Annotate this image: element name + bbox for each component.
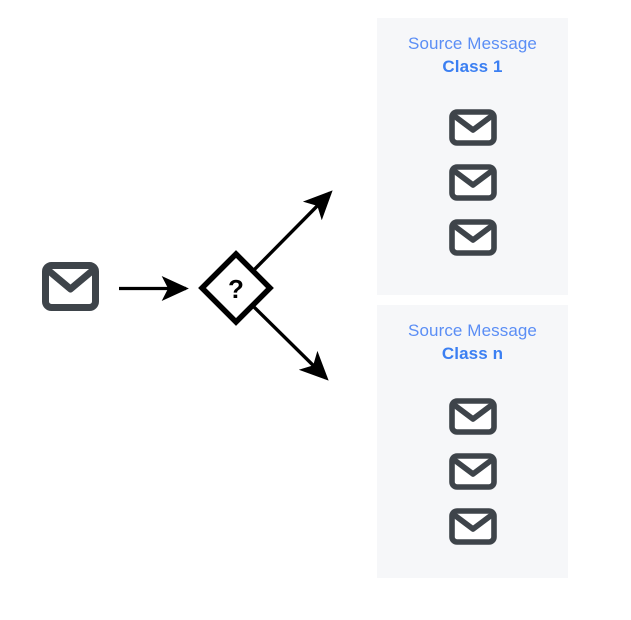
- message-envelope-icon: [448, 453, 497, 490]
- panel-title: Source Message: [408, 34, 537, 53]
- panel-subtitle: Class 1: [442, 56, 503, 76]
- arrow-decision-to-class-n: [250, 303, 329, 381]
- arrow-decision-to-class-1: [250, 190, 333, 274]
- source-message-envelope-icon: [42, 262, 99, 311]
- decision-question-mark: ?: [228, 274, 244, 304]
- class-panel-class-1: Source Message Class 1: [377, 18, 568, 295]
- diamond-decision-icon: ?: [198, 250, 274, 326]
- panel-title: Source Message: [408, 321, 537, 340]
- message-envelope-icon: [448, 508, 497, 545]
- panel-heading: Source Message Class 1: [377, 18, 568, 79]
- class-panel-class-n: Source Message Class n: [377, 305, 568, 578]
- message-envelope-icon: [448, 398, 497, 435]
- message-list: [377, 109, 568, 256]
- message-list: [377, 398, 568, 545]
- message-envelope-icon: [448, 164, 497, 201]
- message-envelope-icon: [448, 109, 497, 146]
- message-envelope-icon: [448, 219, 497, 256]
- panel-subtitle: Class n: [441, 343, 504, 363]
- panel-heading: Source Message Class n: [377, 305, 568, 366]
